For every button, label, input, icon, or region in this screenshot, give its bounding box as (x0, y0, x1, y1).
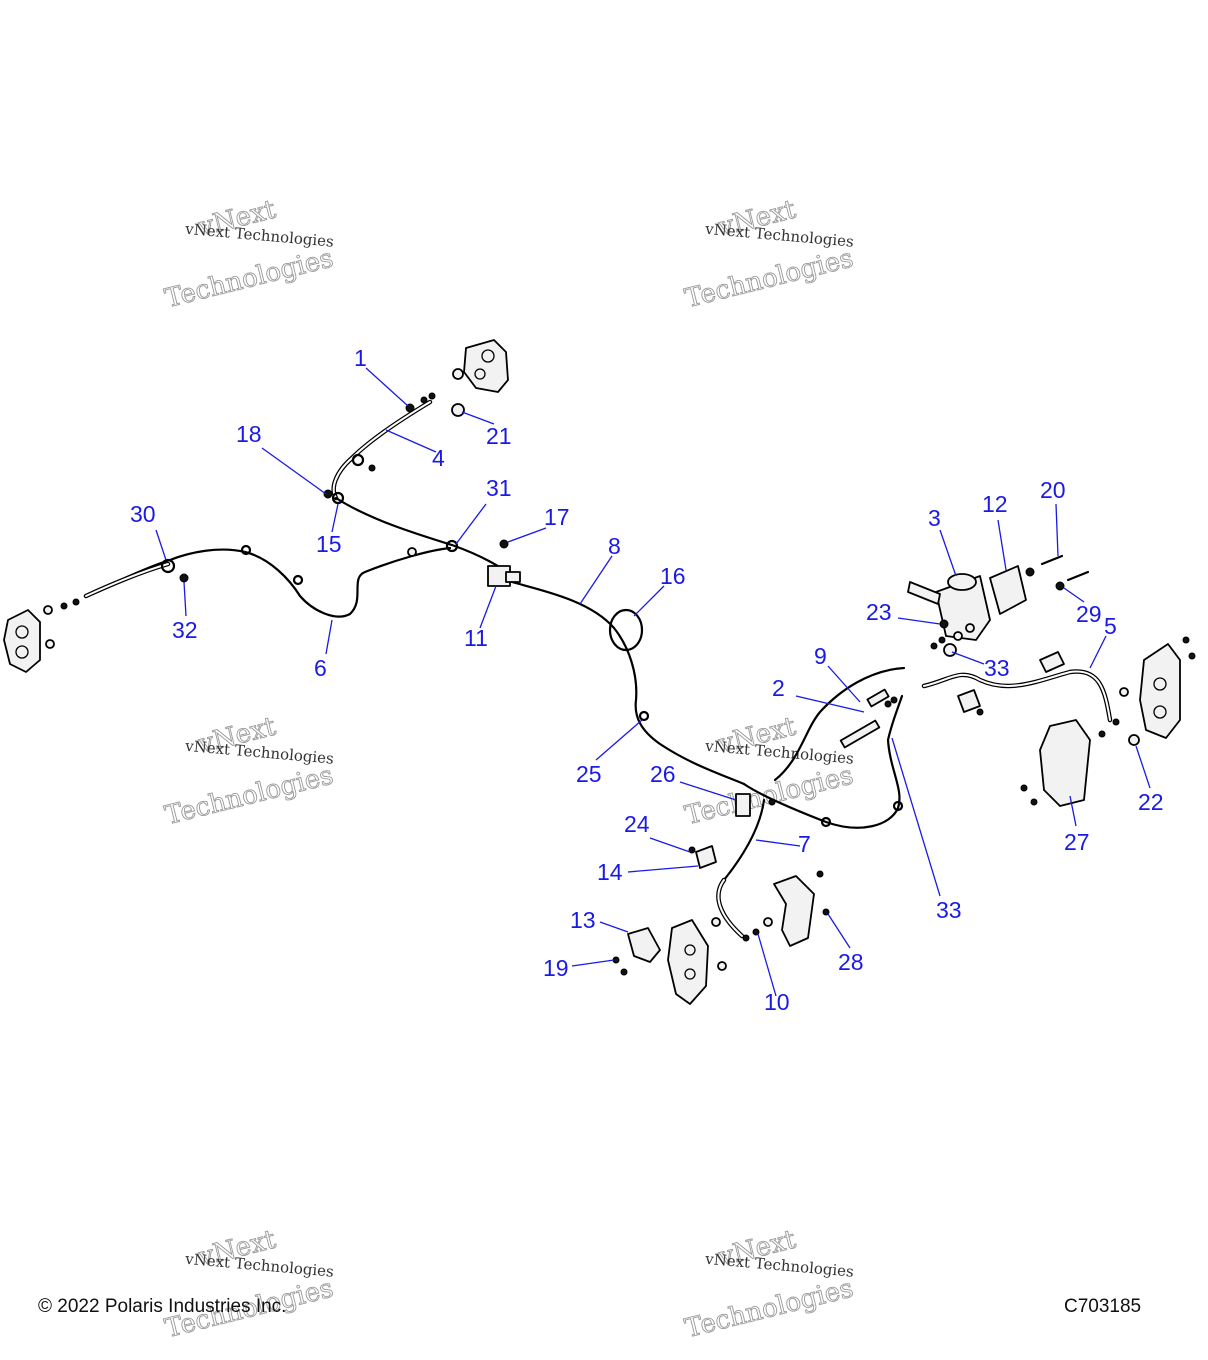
guard-28 (773, 870, 830, 947)
callout-2: 2 (772, 675, 785, 701)
fittings-junction (839, 636, 1065, 749)
callout-1: 1 (354, 345, 367, 371)
drawing-code: C703185 (1064, 1296, 1142, 1317)
caliper-rear-left (3, 573, 189, 673)
callout-18: 18 (236, 421, 262, 447)
callout-33-lower: 33 (936, 897, 962, 923)
clip-7 (820, 816, 832, 828)
callout-32: 32 (172, 617, 198, 643)
line-7 (742, 738, 901, 829)
callout-24: 24 (624, 811, 650, 837)
clip-16 (608, 608, 644, 652)
callout-11: 11 (464, 625, 488, 651)
bracket-26 (735, 793, 751, 817)
callout-22: 22 (1138, 789, 1164, 815)
bracket-14 (695, 845, 717, 869)
clip-30 (160, 558, 176, 574)
guard-27 (1020, 719, 1091, 807)
callout-9: 9 (814, 643, 827, 669)
callout-13: 13 (570, 907, 596, 933)
callout-17: 17 (544, 504, 570, 530)
master-cylinder-3 (907, 573, 991, 641)
callout-5: 5 (1104, 613, 1117, 639)
line-33 (886, 694, 904, 742)
bolt-22 (1128, 734, 1140, 746)
callout-4: 4 (432, 445, 445, 471)
small-hardware (407, 539, 984, 854)
washer-29 (1055, 581, 1065, 591)
bolt-32 (179, 573, 189, 583)
svg-text:Technologies: Technologies (162, 760, 336, 831)
bolt-17 (499, 539, 509, 549)
callout-12: 12 (982, 491, 1008, 517)
splitter-block-11 (487, 565, 521, 587)
line-8 (510, 580, 746, 786)
callout-23: 23 (866, 599, 892, 625)
clip-15 (331, 491, 345, 505)
watermark-top-left: vNext Technologies vNext Technologies (162, 194, 337, 314)
callout-16: 16 (660, 563, 686, 589)
bolt-21 (451, 403, 465, 417)
callout-33-upper: 33 (984, 655, 1010, 681)
callout-25: 25 (576, 761, 602, 787)
callout-3: 3 (928, 505, 941, 531)
caliper-front-left (323, 339, 509, 499)
callout-19: 19 (543, 955, 569, 981)
bolt-20 (1040, 554, 1064, 566)
caliper-front-right (1098, 636, 1196, 746)
copyright-notice: © 2022 Polaris Industries Inc. (38, 1296, 287, 1317)
watermark-mid-center: vNext Technologies vNext Technologies (682, 711, 857, 831)
clip-33-lower (892, 800, 904, 812)
line-rear-left (84, 546, 452, 618)
watermark-top-center: vNext Technologies vNext Technologies (682, 194, 857, 314)
leader-lines (155, 367, 1151, 997)
svg-text:Technologies: Technologies (682, 243, 856, 314)
callout-labels: 1 2 3 4 5 6 7 8 9 10 11 12 13 14 15 16 1… (130, 345, 1164, 1015)
clip-31 (445, 539, 459, 553)
bolt-24 (688, 846, 696, 854)
callout-7: 7 (798, 831, 811, 857)
callout-15: 15 (316, 531, 342, 557)
svg-text:Technologies: Technologies (682, 1273, 856, 1344)
watermark-bottom-left: vNext Technologies vNext Technologies (162, 1224, 337, 1344)
line-15-to-11 (334, 496, 514, 580)
brake-lines (83, 399, 1113, 939)
callout-28: 28 (838, 949, 864, 975)
clip-rear-1 (240, 544, 252, 556)
callout-31: 31 (486, 475, 512, 501)
watermark-layer: vNext Technologies vNext Technologies vN… (162, 194, 857, 1344)
fitting-33-upper (943, 643, 957, 657)
hose-front-left (331, 399, 433, 501)
callout-10: 10 (764, 989, 790, 1015)
callout-27: 27 (1064, 829, 1090, 855)
callout-26: 26 (650, 761, 676, 787)
watermark-mid-left: vNext Technologies vNext Technologies (162, 711, 337, 831)
callout-29: 29 (1076, 601, 1102, 627)
bracket-13 (612, 927, 661, 976)
callout-8: 8 (608, 533, 621, 559)
clip-rear-2 (292, 574, 304, 586)
clip-4 (351, 453, 365, 467)
callout-14: 14 (597, 859, 623, 885)
bracket-12 (989, 554, 1090, 615)
clips (160, 453, 904, 869)
callout-21: 21 (486, 423, 512, 449)
bolt-18 (323, 489, 333, 499)
callout-6: 6 (314, 655, 327, 681)
svg-text:Technologies: Technologies (162, 243, 336, 314)
caliper-rear-right (667, 917, 773, 1005)
line-2 (773, 666, 906, 782)
clip-front-right (1039, 651, 1065, 673)
hose-front-right (921, 669, 1113, 723)
callout-30: 30 (130, 501, 156, 527)
clip-25 (638, 710, 650, 722)
callout-20: 20 (1040, 477, 1066, 503)
watermark-bottom-center: vNext Technologies vNext Technologies (682, 1224, 857, 1344)
fitting-23 (939, 619, 949, 629)
